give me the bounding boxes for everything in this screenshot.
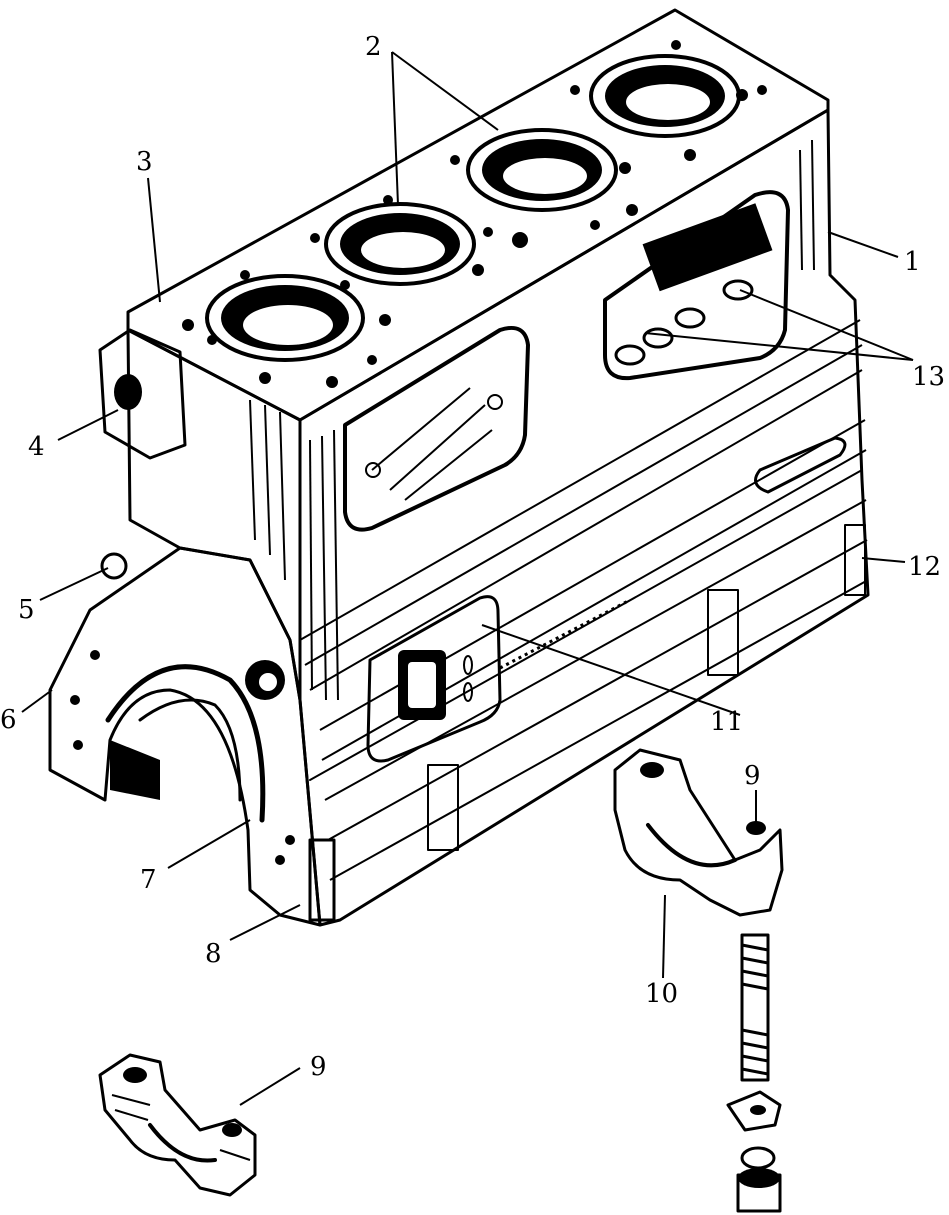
front-boss bbox=[98, 328, 187, 460]
skirt-pad-3 bbox=[844, 524, 866, 596]
callout-2: 2 bbox=[365, 32, 382, 62]
callout-4: 4 bbox=[28, 432, 45, 462]
cap-bolt bbox=[740, 933, 770, 1082]
end-flange bbox=[48, 546, 322, 927]
leader-lines bbox=[21, 51, 914, 1106]
callout-3: 3 bbox=[136, 147, 153, 177]
callout-13: 13 bbox=[912, 362, 945, 392]
block-skirt-edge bbox=[309, 469, 863, 781]
deck-bolt-holes bbox=[182, 40, 767, 388]
bore-1 bbox=[205, 274, 365, 362]
mount-pad bbox=[366, 595, 502, 763]
callout-1: 1 bbox=[904, 247, 921, 277]
callout-12: 12 bbox=[908, 552, 941, 582]
lock-washer bbox=[726, 1090, 782, 1132]
cylinder-block bbox=[48, 8, 870, 927]
skirt-pad-2 bbox=[707, 589, 739, 676]
callout-5: 5 bbox=[18, 595, 35, 625]
bore-2 bbox=[324, 202, 476, 286]
main-bearing-saddle bbox=[105, 664, 266, 823]
callout-10: 10 bbox=[645, 979, 678, 1009]
block-end-face bbox=[126, 328, 302, 702]
callout-8: 8 bbox=[205, 939, 222, 969]
block-shading bbox=[249, 139, 869, 881]
skirt-pad-1 bbox=[427, 764, 459, 851]
callout-9-cap-rear: 9 bbox=[744, 761, 761, 791]
bearing-cap-front bbox=[98, 1053, 257, 1197]
bearing-cap-rear bbox=[613, 748, 784, 917]
side-cover-left bbox=[343, 325, 530, 532]
bore-3 bbox=[466, 128, 618, 212]
cylinder-bores bbox=[205, 54, 741, 362]
callout-6: 6 bbox=[0, 705, 17, 735]
callout-7: 7 bbox=[140, 865, 157, 895]
lifting-lug bbox=[100, 552, 128, 580]
callout-11: 11 bbox=[710, 707, 743, 737]
cap-nut bbox=[736, 1146, 782, 1213]
front-slot bbox=[754, 436, 847, 494]
callout-labels: 1 2 3 4 5 6 7 8 9 9 10 11 12 13 bbox=[0, 32, 945, 1082]
end-lower-pad bbox=[308, 838, 336, 922]
callout-9-cap-front: 9 bbox=[310, 1052, 327, 1082]
